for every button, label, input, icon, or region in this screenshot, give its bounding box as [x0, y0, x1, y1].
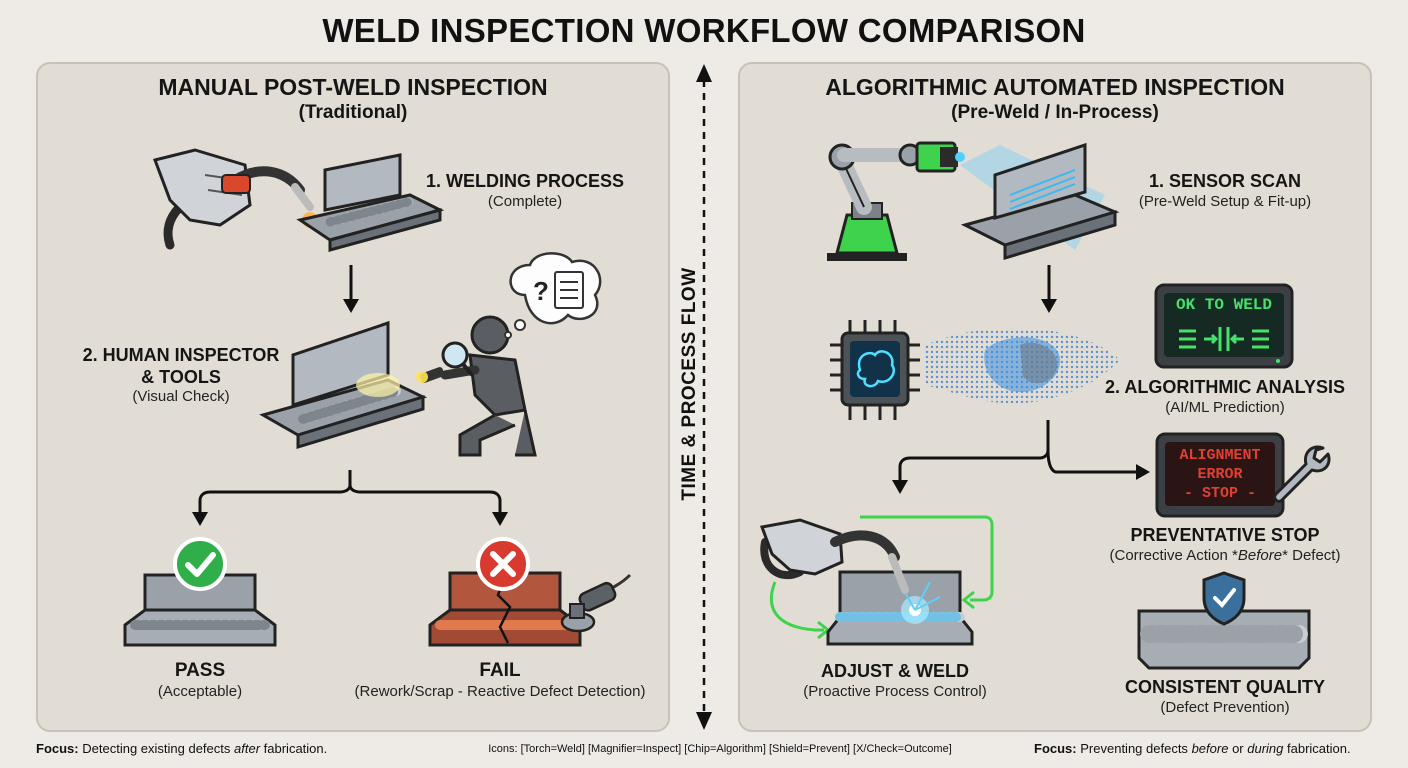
error-line3: - STOP -	[1183, 485, 1256, 502]
automated-panel-title: ALGORITHMIC AUTOMATED INSPECTION	[825, 74, 1285, 100]
pass-sub: (Acceptable)	[157, 683, 243, 700]
arrow-down-icon	[343, 265, 359, 313]
icons-legend: Icons: [Torch=Weld] [Magnifier=Inspect] …	[488, 743, 952, 755]
wrench-icon	[1273, 445, 1331, 503]
automated-step1-sub: (Pre-Weld Setup & Fit-up)	[1138, 193, 1312, 210]
automated-step2-sub: (AI/ML Prediction)	[1165, 399, 1285, 416]
adjust-weld-illustration	[759, 515, 994, 646]
manual-panel-subtitle: (Traditional)	[298, 102, 408, 123]
fail-plate	[428, 571, 582, 647]
analysis-branch-arrows	[892, 420, 1150, 494]
left-focus-note: Focus: Detecting existing defects after …	[36, 741, 328, 756]
manual-step2-title-line2: & TOOLS	[141, 367, 221, 387]
manual-step2-sub: (Visual Check)	[132, 388, 230, 405]
x-icon	[476, 537, 530, 591]
time-flow-label: TIME & PROCESS FLOW	[679, 257, 701, 511]
automated-step1-title: 1. SENSOR SCAN	[1148, 171, 1302, 191]
manual-step1-title: 1. WELDING PROCESS	[425, 171, 625, 191]
ok-to-weld-text: OK TO WELD	[1175, 296, 1272, 314]
ai-chip-icon	[830, 320, 920, 420]
fail-sub: (Rework/Scrap - Reactive Defect Detectio…	[354, 683, 646, 700]
weld-plate-step1	[296, 153, 445, 252]
robot-arm-sensor-icon	[827, 141, 965, 261]
page-title: WELD INSPECTION WORKFLOW COMPARISON	[322, 12, 1086, 49]
preventative-sub: (Corrective Action *Before* Defect)	[1109, 547, 1341, 564]
branch-arrows	[192, 470, 508, 526]
manual-panel-title: MANUAL POST-WELD INSPECTION	[158, 74, 548, 100]
thought-bubble-icon: ?	[504, 252, 602, 339]
shield-icon	[1202, 571, 1246, 626]
data-point-cloud	[925, 328, 1120, 404]
pass-plate	[123, 573, 277, 647]
weld-plate-step2	[259, 320, 428, 450]
adjust-title: ADJUST & WELD	[821, 661, 969, 681]
manual-step2-title-line1: 2. HUMAN INSPECTOR	[82, 345, 280, 365]
automated-step2-title: 2. ALGORITHMIC ANALYSIS	[1104, 377, 1346, 397]
error-line2: ERROR	[1197, 466, 1243, 483]
preventative-title: PREVENTATIVE STOP	[1130, 525, 1320, 545]
adjust-sub: (Proactive Process Control)	[803, 683, 987, 700]
fail-title: FAIL	[479, 660, 521, 681]
scan-beam-plate	[960, 142, 1120, 261]
svg-text:?: ?	[533, 276, 549, 306]
quality-title: CONSISTENT QUALITY	[1124, 677, 1325, 697]
pass-title: PASS	[174, 660, 226, 681]
ok-to-weld-monitor	[1154, 283, 1294, 369]
arrow-down-icon	[1041, 265, 1057, 313]
check-icon	[173, 537, 227, 591]
quality-sub: (Defect Prevention)	[1160, 699, 1290, 716]
manual-step1-sub: (Complete)	[487, 193, 563, 210]
error-line1: ALIGNMENT	[1179, 447, 1261, 464]
alignment-error-monitor	[1155, 432, 1285, 518]
angle-grinder-icon	[560, 573, 632, 633]
quality-plate	[1137, 609, 1311, 670]
right-focus-note: Focus: Preventing defects before or duri…	[1034, 741, 1351, 756]
automated-panel-subtitle: (Pre-Weld / In-Process)	[951, 102, 1159, 123]
